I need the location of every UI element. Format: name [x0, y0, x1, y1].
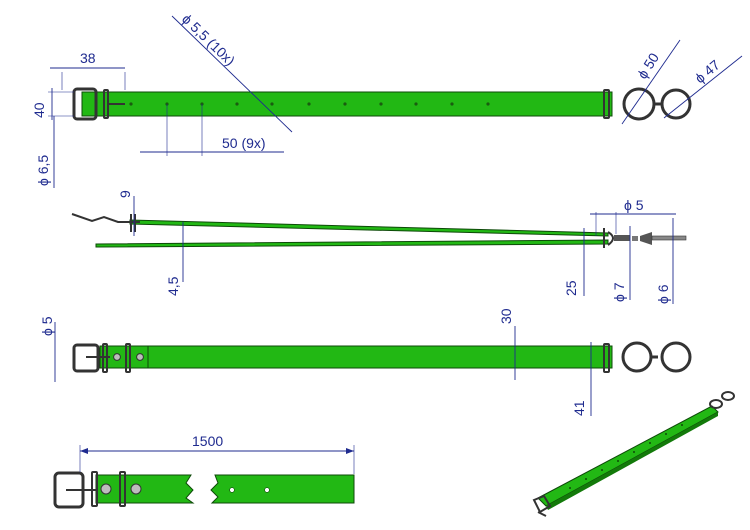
- iso-buckle: [532, 494, 552, 514]
- bottom-view: [72, 341, 692, 373]
- dim-phi-6-5: ϕ 6,5: [35, 155, 51, 186]
- bottom-ring-small: [660, 341, 692, 373]
- side-buckle: [71, 213, 140, 223]
- dim-41: 41: [571, 400, 587, 416]
- iso-ring-1: [709, 399, 723, 409]
- top-view: [72, 87, 692, 121]
- side-strap-upper: [129, 219, 609, 237]
- side-hardware: [614, 235, 630, 241]
- top-strap: [81, 91, 613, 117]
- dim-phi-5-top: ϕ 5: [624, 197, 644, 213]
- iso-ring-2: [721, 391, 735, 401]
- dim-phi-6: ϕ 6: [655, 284, 671, 304]
- detail-view: [53, 471, 355, 509]
- bottom-strap: [99, 345, 613, 369]
- bottom-end-keeper: [603, 343, 610, 373]
- dim-4-5: 4,5: [165, 276, 181, 296]
- dim-38: 38: [80, 50, 96, 66]
- dim-30: 30: [498, 308, 514, 324]
- dim-50-9x: 50 (9x): [222, 135, 266, 151]
- detail-keeper-1: [91, 471, 98, 507]
- dim-9: 9: [117, 190, 133, 198]
- bottom-ring-large: [621, 341, 653, 373]
- side-view: [71, 213, 687, 248]
- top-end-keeper: [603, 89, 610, 119]
- side-strap-lower: [95, 239, 609, 248]
- detail-strap-right: [210, 474, 355, 504]
- detail-view-dimensions: 1500: [79, 433, 355, 474]
- dim-25: 25: [563, 280, 579, 296]
- ring-small: [660, 88, 692, 120]
- side-view-dimensions: 9 4,5 ϕ 5 25 ϕ 7 ϕ 6: [117, 190, 676, 304]
- dim-1500: 1500: [192, 433, 223, 449]
- dim-phi-7: ϕ 7: [611, 282, 627, 302]
- dim-phi-50: ϕ 50: [634, 50, 662, 82]
- detail-keeper-2: [119, 471, 126, 507]
- iso-strap: [537, 405, 719, 507]
- top-holes: [165, 102, 490, 106]
- dim-phi-5-5: ϕ 5,5 (10x): [179, 11, 238, 69]
- dim-phi-47: ϕ 47: [692, 56, 723, 86]
- bottom-keeper: [102, 343, 108, 373]
- dim-40: 40: [31, 102, 47, 118]
- dim-phi-5-bottom: ϕ 5: [39, 316, 55, 336]
- bottom-view-dimensions: ϕ 5 30 41: [39, 308, 592, 416]
- isometric-view: [532, 391, 735, 517]
